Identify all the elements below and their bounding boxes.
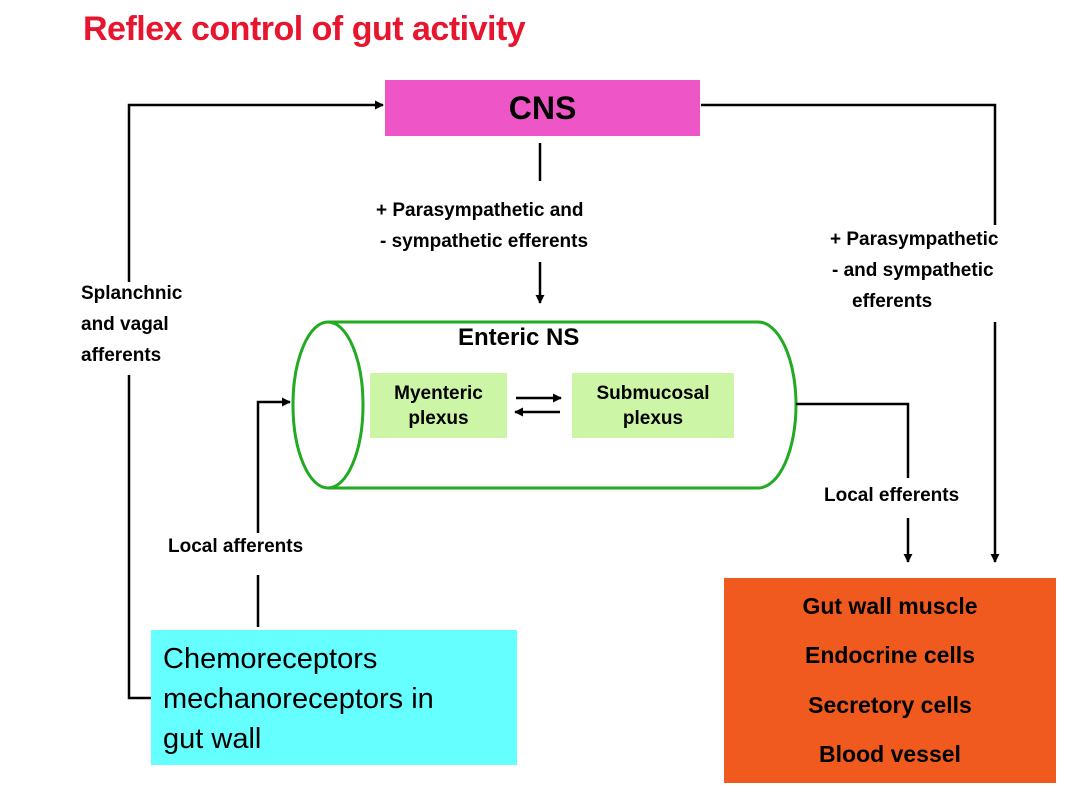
page-title: Reflex control of gut activity xyxy=(83,10,526,48)
afferent-arrow-to-cns xyxy=(127,100,384,282)
submucosal-line2: plexus xyxy=(622,407,684,429)
local-afferents-label: Local afferents xyxy=(168,536,304,557)
myenteric-line1: Myenteric xyxy=(394,382,483,404)
effectors-box: Gut wall muscle Endocrine cells Secretor… xyxy=(724,578,1056,783)
receptors-box: Chemoreceptors mechanoreceptors in gut w… xyxy=(151,630,517,765)
afferents-line3: afferents xyxy=(81,345,162,366)
receptors-line1: Chemoreceptors xyxy=(163,643,378,675)
effector-item: Blood vessel xyxy=(819,740,961,767)
cns-right-line xyxy=(701,103,997,225)
myenteric-plexus-box: Myenteric plexus xyxy=(370,373,507,438)
right-efferents-line1: + Parasympathetic xyxy=(830,229,999,250)
local-afferent-arrow xyxy=(256,397,291,533)
receptors-line2: mechanoreceptors in xyxy=(163,683,434,715)
effector-item: Endocrine cells xyxy=(804,642,975,669)
cns-box: CNS xyxy=(385,80,700,136)
enteric-ns-title: Enteric NS xyxy=(458,324,580,351)
afferent-line-lower xyxy=(127,375,151,700)
submucosal-plexus-box: Submucosal plexus xyxy=(572,373,734,438)
local-efferent-line xyxy=(796,402,910,478)
myenteric-line2: plexus xyxy=(408,407,469,429)
local-efferents-label: Local efferents xyxy=(824,485,960,506)
effector-item: Secretory cells xyxy=(808,691,972,718)
central-efferents-line2: - sympathetic efferents xyxy=(380,231,589,252)
effector-item: Gut wall muscle xyxy=(802,593,978,620)
enteric-cylinder xyxy=(291,320,798,490)
afferents-line1: Splanchnic xyxy=(81,283,183,304)
right-efferents-line3: efferents xyxy=(852,291,933,312)
central-efferents-line1: + Parasympathetic and xyxy=(376,200,584,221)
afferents-line2: and vagal xyxy=(81,314,169,335)
right-efferents-line2: - and sympathetic xyxy=(832,260,994,281)
submucosal-line1: Submucosal xyxy=(596,382,710,404)
receptors-line3: gut wall xyxy=(163,723,262,755)
